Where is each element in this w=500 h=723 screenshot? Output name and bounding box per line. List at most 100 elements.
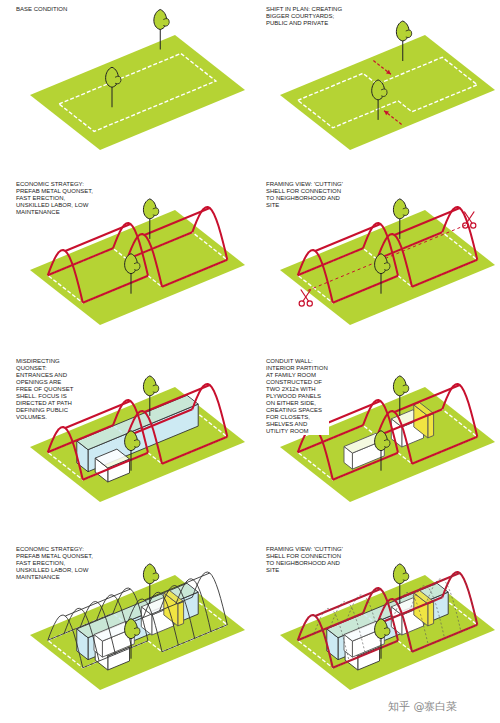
tree-leaf bbox=[384, 628, 390, 636]
tree-leaf bbox=[153, 385, 159, 393]
panel-caption: FRAMING VIEW: 'CUTTING' SHELL FOR CONNEC… bbox=[265, 546, 347, 574]
tree-leaf bbox=[134, 628, 140, 636]
ground-slab bbox=[280, 575, 495, 690]
quonset-arch bbox=[363, 588, 398, 641]
plan-outline bbox=[298, 57, 478, 128]
quonset-line bbox=[315, 224, 380, 251]
tree-leaf bbox=[403, 573, 409, 581]
tree-leaf bbox=[153, 573, 159, 581]
tree-leaf bbox=[403, 385, 409, 393]
quonset-line bbox=[333, 453, 398, 480]
ground-slab bbox=[30, 35, 245, 150]
ground-slab bbox=[30, 575, 245, 690]
scissors-blade bbox=[303, 290, 311, 302]
quonset-line bbox=[145, 573, 210, 600]
tree-stem bbox=[399, 582, 400, 604]
tree-stem bbox=[149, 582, 150, 604]
panel-caption: MISDIRECTING QUONSET: ENTRANCES AND OPEN… bbox=[15, 358, 79, 421]
quonset-arch bbox=[80, 602, 115, 655]
volume-face bbox=[77, 583, 198, 637]
quonset-line bbox=[395, 208, 460, 235]
tree-stem bbox=[381, 272, 382, 294]
quonset-line bbox=[377, 232, 442, 259]
volume-face bbox=[77, 395, 198, 449]
quonset-line bbox=[395, 385, 460, 412]
arrow-head bbox=[384, 111, 389, 116]
quonset-arch bbox=[298, 615, 333, 668]
quonset-arch bbox=[442, 572, 477, 625]
quonset-arch bbox=[48, 250, 83, 303]
scissors-ring bbox=[307, 301, 312, 306]
quonset-arch bbox=[192, 572, 227, 625]
tree-stem bbox=[149, 217, 150, 239]
ground-slab bbox=[280, 210, 495, 325]
arrow-head bbox=[386, 70, 391, 75]
shift-arrow bbox=[373, 61, 391, 75]
quonset-line bbox=[162, 260, 227, 287]
quonset-arch bbox=[442, 207, 477, 260]
quonset-line bbox=[333, 276, 398, 303]
plan-outline bbox=[48, 232, 228, 302]
quonset-arch bbox=[393, 592, 428, 645]
quonset-line bbox=[412, 625, 477, 652]
tree-leaf bbox=[406, 30, 412, 38]
quonset-arch bbox=[48, 615, 83, 668]
quonset-arch bbox=[192, 384, 227, 437]
volume-face bbox=[428, 602, 434, 626]
quonset-line bbox=[83, 453, 148, 480]
quonset-line bbox=[412, 437, 477, 464]
quonset-line bbox=[333, 641, 398, 668]
quonset-line bbox=[162, 437, 227, 464]
quonset-arch bbox=[442, 572, 477, 625]
scissors-blade bbox=[301, 290, 309, 302]
scissors-blade bbox=[464, 212, 472, 224]
panel-caption: CONDUIT WALL: INTERIOR PARTITION AT FAMI… bbox=[265, 358, 329, 435]
quonset-arch bbox=[143, 592, 178, 645]
quonset-line bbox=[412, 260, 477, 287]
tree-stem bbox=[112, 85, 113, 107]
quonset-line bbox=[377, 409, 442, 436]
tree-stem bbox=[131, 637, 132, 659]
quonset-arch bbox=[330, 602, 365, 655]
quonset-line bbox=[127, 232, 192, 259]
quonset-line bbox=[83, 276, 148, 303]
plan-outline bbox=[59, 54, 216, 132]
volume-face bbox=[327, 583, 448, 637]
quonset-line bbox=[83, 641, 148, 668]
quonset-arch bbox=[298, 615, 333, 668]
tree-stem bbox=[399, 217, 400, 239]
quonset-line bbox=[65, 589, 130, 616]
quonset-line bbox=[395, 573, 460, 600]
ground-slab bbox=[30, 210, 245, 325]
quonset-arch bbox=[298, 250, 333, 303]
tree-leaf bbox=[381, 89, 387, 97]
quonset-arch bbox=[426, 579, 461, 632]
volume-face bbox=[178, 602, 184, 626]
quonset-line bbox=[127, 597, 192, 624]
shift-arrow bbox=[384, 111, 402, 125]
quonset-line bbox=[127, 409, 192, 436]
tree-stem bbox=[149, 394, 150, 416]
tree-leaf bbox=[163, 19, 169, 27]
quonset-line bbox=[377, 597, 442, 624]
quonset-arch bbox=[410, 586, 445, 639]
tree-stem bbox=[378, 98, 379, 120]
scissors-ring bbox=[463, 223, 468, 228]
quonset-line bbox=[145, 208, 210, 235]
quonset-arch bbox=[48, 427, 83, 480]
volume-face bbox=[428, 414, 434, 438]
quonset-line bbox=[315, 589, 380, 616]
quonset-arch bbox=[314, 608, 349, 661]
quonset-line bbox=[162, 625, 227, 652]
scissors-blade bbox=[466, 212, 474, 224]
tree-stem bbox=[381, 637, 382, 659]
quonset-line bbox=[145, 385, 210, 412]
tree-stem bbox=[402, 39, 403, 61]
quonset-arch bbox=[442, 384, 477, 437]
panel-caption: ECONOMIC STRATEGY: PREFAB METAL QUONSET,… bbox=[15, 181, 95, 216]
quonset-arch bbox=[176, 579, 211, 632]
tree-stem bbox=[160, 28, 161, 50]
tree-leaf bbox=[403, 208, 409, 216]
quonset-line bbox=[48, 425, 113, 452]
quonset-line bbox=[298, 613, 363, 640]
